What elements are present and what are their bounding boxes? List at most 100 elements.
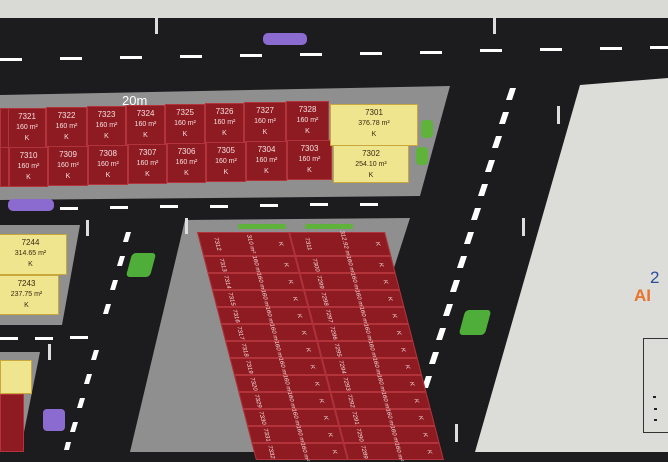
plot-type: K — [381, 279, 389, 284]
plot-number: 7315 — [226, 291, 236, 306]
plot-partial[interactable] — [0, 394, 24, 452]
plot-area: 160 m² — [379, 391, 391, 410]
plot-7306[interactable]: 7306 160 m² K — [167, 143, 206, 183]
plot-7244[interactable]: 7244 314.65 m² K — [0, 234, 67, 275]
plot-area: 160 m² — [344, 255, 356, 274]
plot-number: 7290 — [353, 427, 364, 442]
plot-area: 160 m² — [290, 408, 302, 427]
streetlight-icon — [557, 106, 560, 124]
plot-number: 7317 — [234, 325, 245, 340]
car-icon — [43, 409, 65, 431]
plot-type: K — [264, 168, 269, 175]
plot-number: 7325 — [176, 108, 194, 117]
plot-header-left[interactable]: 7312 310 m² K — [197, 232, 296, 256]
plot-7301[interactable]: 7301 376.78 m² K — [330, 104, 418, 146]
plot-type: K — [184, 170, 189, 177]
plot-7331[interactable]: 7331 160 m² K — [247, 425, 344, 444]
plot-partial[interactable] — [0, 147, 9, 187]
plot-number: 7296 — [327, 325, 338, 340]
plot-type: K — [286, 279, 294, 284]
plot-type: K — [145, 171, 150, 178]
plot-area: 160 m² — [375, 374, 387, 393]
plot-area: 160 m² — [175, 159, 198, 166]
plot-number: 7306 — [177, 147, 196, 156]
plot-area: 160 m² — [16, 124, 38, 131]
plot-type: K — [303, 347, 311, 352]
plot-area: 160 m² — [95, 122, 118, 129]
plot-number: 7331 — [261, 427, 271, 442]
plot-type: K — [308, 364, 316, 369]
plot-number: 7316 — [230, 308, 240, 323]
plot-area: 160 m² — [136, 160, 159, 167]
plot-area: 160 m² — [97, 161, 119, 168]
plot-area: 160 m² — [255, 272, 266, 291]
plot-type: K — [399, 347, 407, 352]
streetlight-icon — [522, 218, 525, 236]
plot-partial[interactable] — [0, 360, 32, 394]
streetlight-icon — [185, 218, 188, 234]
legend-partial-line1: 2 — [650, 268, 660, 287]
plot-number: 7297 — [323, 308, 333, 323]
plot-header-right[interactable]: 7311 312.92 m² K — [289, 230, 392, 258]
plot-type: K — [317, 398, 325, 403]
plot-number: 7305 — [217, 146, 235, 155]
streetlight-icon — [48, 344, 51, 360]
plot-area: 160 m² — [55, 123, 78, 130]
plot-type: K — [307, 167, 312, 174]
plot-area: 160 m² — [298, 156, 321, 163]
plot-7243[interactable]: 7243 237.75 m² K — [0, 275, 59, 315]
plot-number: 7324 — [136, 109, 155, 118]
plot-type: K — [325, 432, 333, 437]
plot-area: 160 m² — [174, 120, 196, 127]
plot-area: 160 m² — [294, 425, 306, 444]
plot-number: 7328 — [298, 105, 317, 114]
plot-area: 160 m² — [268, 323, 280, 342]
car-icon — [8, 199, 54, 211]
plot-area: 160 m² — [134, 121, 157, 128]
plot-number: 7294 — [336, 359, 346, 374]
plot-type: K — [416, 415, 424, 420]
plot-area: 160 m² — [357, 306, 369, 325]
plot-7302[interactable]: 7302 254.10 m² K — [333, 145, 409, 183]
plot-type: K — [312, 381, 320, 386]
plot-area: 160 m² — [250, 255, 262, 274]
plot-number: 7309 — [59, 150, 77, 159]
plot-area: 160 m² — [388, 425, 400, 444]
